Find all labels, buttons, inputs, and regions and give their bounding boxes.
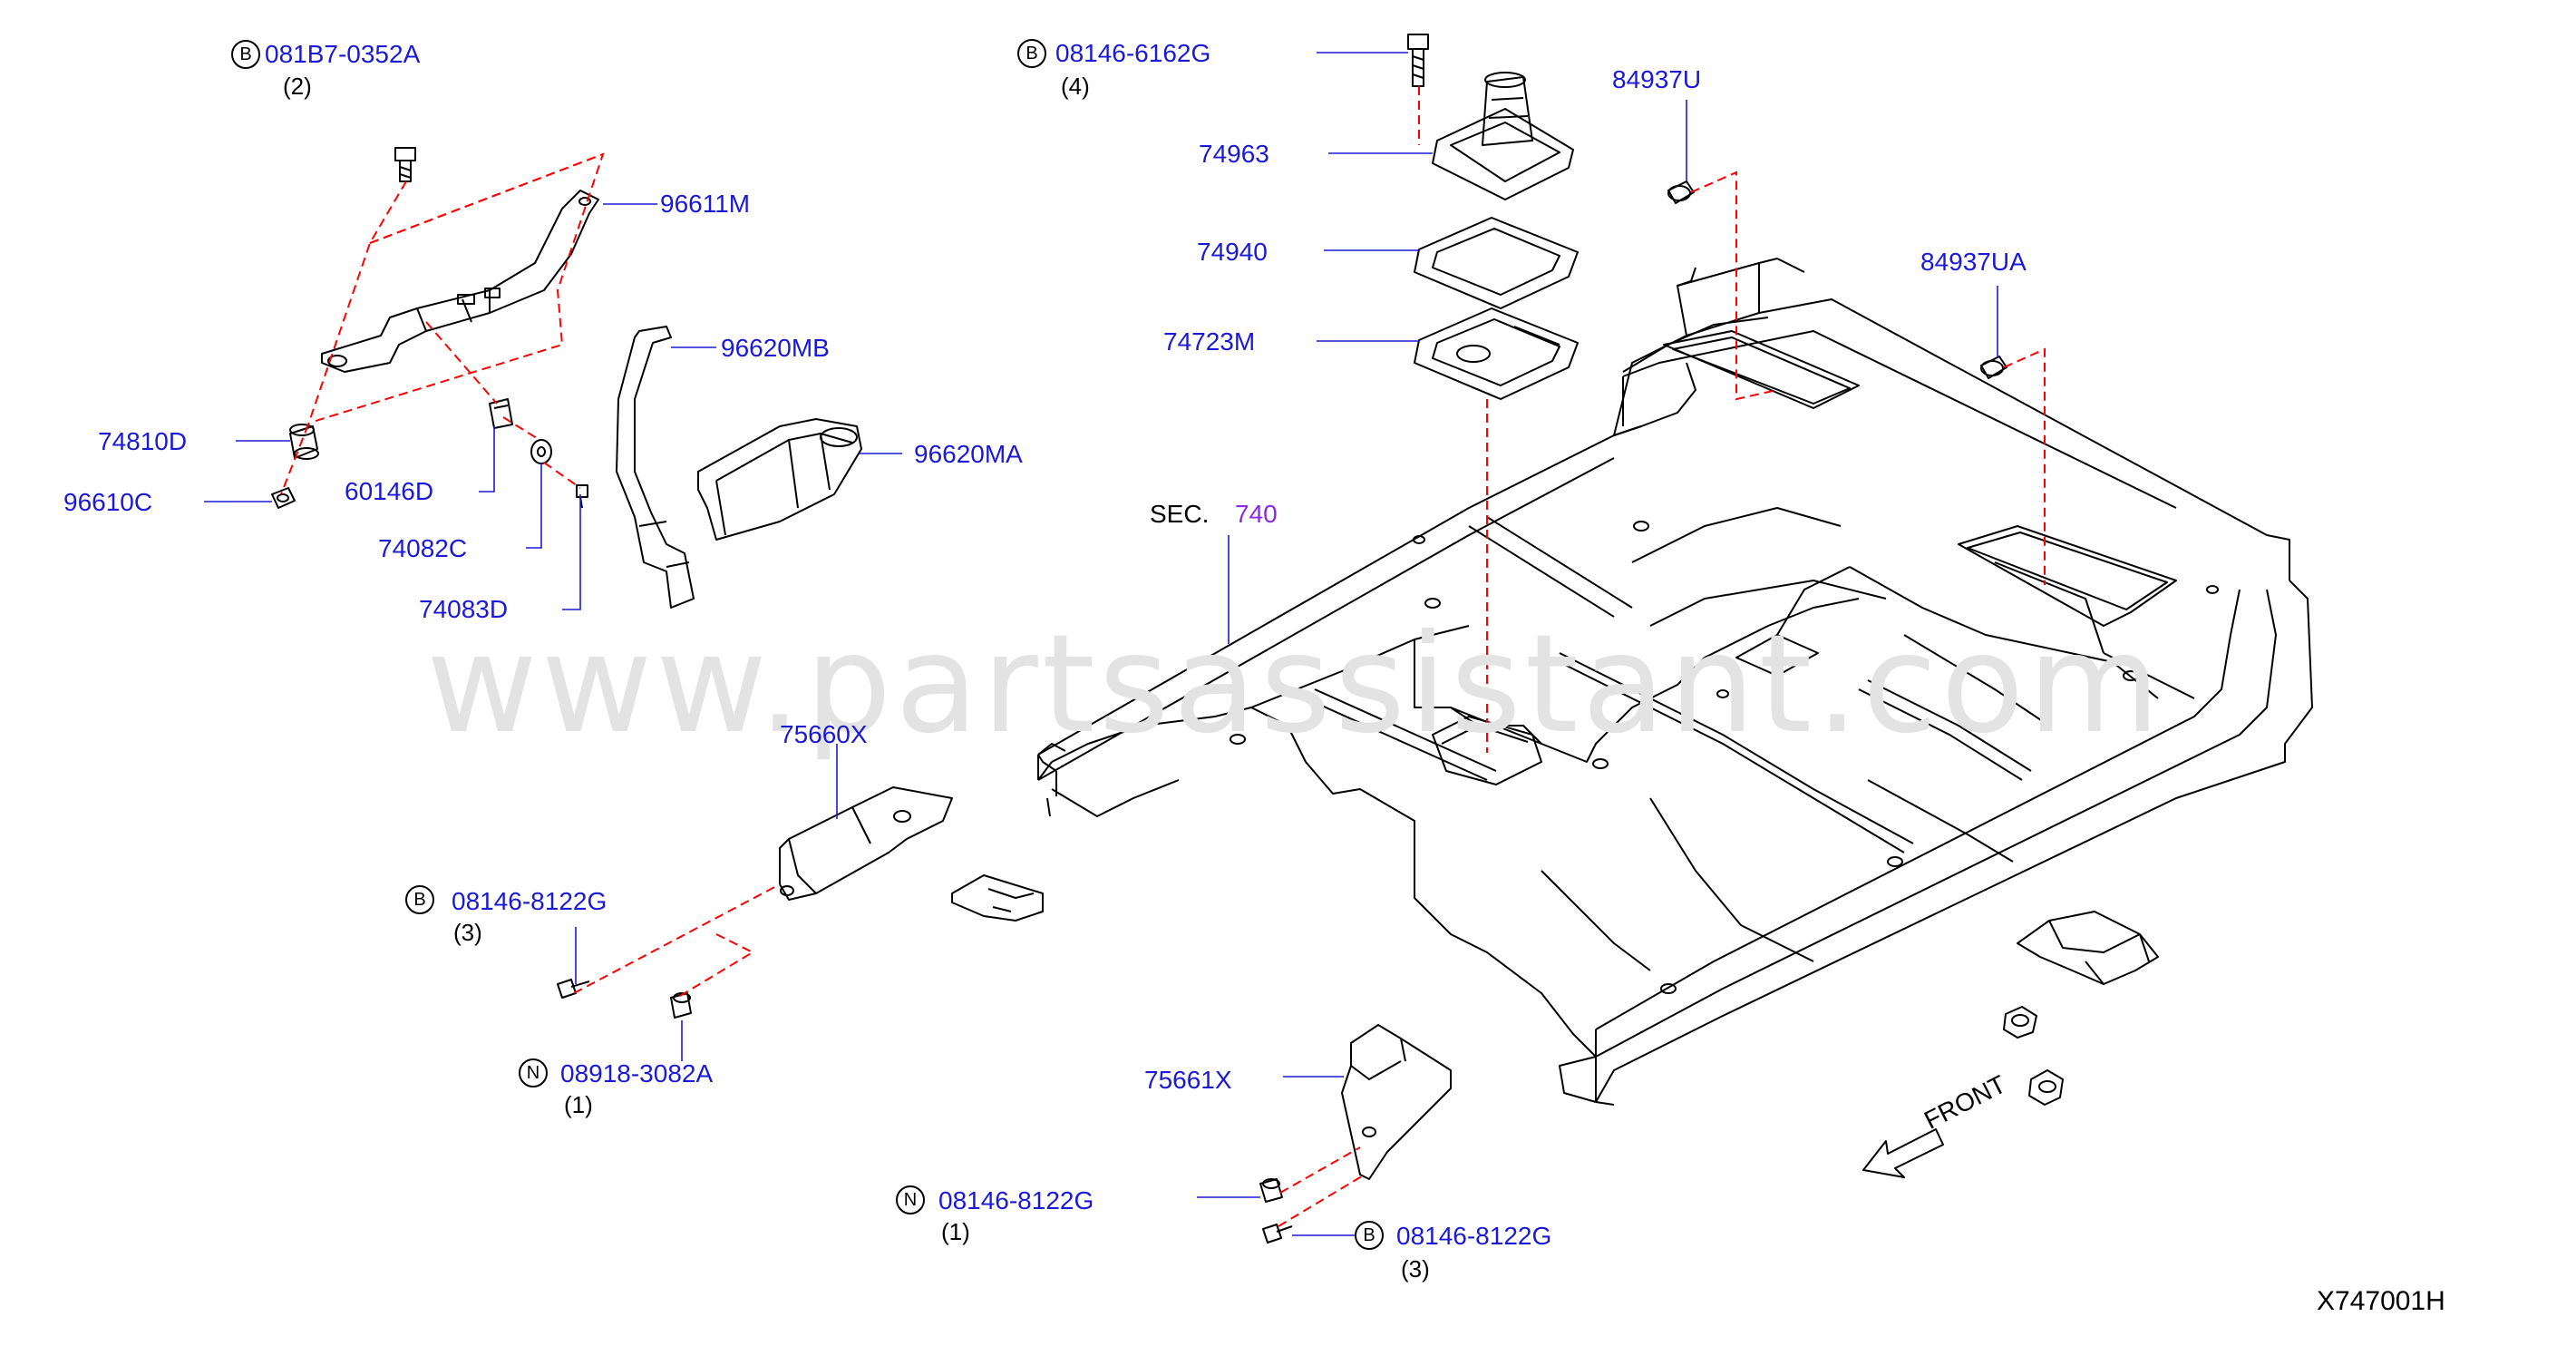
part-96611M[interactable]: 96611M xyxy=(660,190,751,218)
part-74810D[interactable]: 74810D xyxy=(98,427,188,455)
qty-08146-8122G-b3: (3) xyxy=(453,919,482,946)
part-84937UA[interactable]: 84937UA xyxy=(1920,248,2027,276)
front-arrow-icon xyxy=(1862,1128,1944,1178)
bolt-6162G xyxy=(1407,34,1429,87)
badge-b4: B xyxy=(1355,1221,1384,1250)
qty-08146-8122G-b4: (3) xyxy=(1401,1255,1430,1283)
part-08918-3082A[interactable]: 08918-3082A xyxy=(560,1059,714,1088)
badge-b2: B xyxy=(1017,39,1046,68)
qty-081B7-0352A: (2) xyxy=(283,73,312,100)
bracket-right xyxy=(2017,911,2159,985)
strap-96620MB xyxy=(616,326,695,609)
part-84937U[interactable]: 84937U xyxy=(1612,65,1702,93)
part-08146-8122G-b4[interactable]: 08146-8122G xyxy=(1396,1222,1552,1250)
clip-84937UA xyxy=(1980,356,2007,379)
qty-08918-3082A: (1) xyxy=(564,1091,593,1118)
bolt-0352A xyxy=(394,147,416,182)
washer-74082C xyxy=(530,439,552,464)
part-60146D[interactable]: 60146D xyxy=(345,477,434,505)
nut-8122G-right xyxy=(1259,1178,1283,1203)
part-74082C[interactable]: 74082C xyxy=(378,534,468,562)
part-74723M[interactable]: 74723M xyxy=(1163,327,1256,356)
qty-08146-6162G: (4) xyxy=(1061,73,1090,100)
section-number[interactable]: 740 xyxy=(1235,500,1278,528)
badge-b3: B xyxy=(405,885,434,914)
bracket-75661X xyxy=(1341,1024,1452,1180)
small-bracket xyxy=(951,874,1044,922)
section-prefix: SEC. xyxy=(1150,500,1210,528)
badge-n2: N xyxy=(896,1185,925,1214)
clip-60146D xyxy=(489,398,513,429)
bracket-75660X xyxy=(779,786,953,901)
part-96620MB[interactable]: 96620MB xyxy=(721,334,830,362)
duct-96620MA xyxy=(697,418,862,541)
plate-74723M xyxy=(1414,307,1579,400)
bushing-74810D xyxy=(289,424,319,460)
part-96610C[interactable]: 96610C xyxy=(63,488,153,516)
qty-08146-8122G-n2: (1) xyxy=(941,1218,970,1245)
bracket-96611M xyxy=(321,190,599,373)
part-08146-8122G-n2[interactable]: 08146-8122G xyxy=(938,1186,1094,1214)
part-74940[interactable]: 74940 xyxy=(1197,238,1268,266)
bolt-8122G-left xyxy=(557,979,590,999)
nut-3082A xyxy=(670,992,692,1019)
part-08146-6162G[interactable]: 08146-6162G xyxy=(1055,39,1211,67)
nut-right-2 xyxy=(2028,1069,2064,1106)
part-081B7-0352A[interactable]: 081B7-0352A xyxy=(265,40,421,68)
part-74083D[interactable]: 74083D xyxy=(419,595,509,623)
boot-74963 xyxy=(1432,72,1574,200)
badge-b1: B xyxy=(231,40,260,69)
bolt-8122G-right xyxy=(1262,1224,1293,1244)
seal-74940 xyxy=(1414,217,1579,309)
screw-74083D xyxy=(576,484,588,509)
part-96620MA[interactable]: 96620MA xyxy=(914,440,1023,468)
nut-96610C xyxy=(271,487,296,509)
part-74963[interactable]: 74963 xyxy=(1199,140,1269,168)
clip-84937U xyxy=(1667,180,1695,204)
dashed-guides xyxy=(280,86,2046,1227)
part-75661X[interactable]: 75661X xyxy=(1144,1066,1232,1094)
part-08146-8122G-b3[interactable]: 08146-8122G xyxy=(452,887,608,915)
watermark: www.partsassistant.com xyxy=(426,606,2164,764)
badge-n1: N xyxy=(519,1058,548,1088)
part-75660X[interactable]: 75660X xyxy=(780,720,868,748)
leader-lines xyxy=(204,52,1998,1236)
nut-right-1 xyxy=(2003,1006,2037,1039)
diagram-code: X747001H xyxy=(2317,1286,2445,1316)
